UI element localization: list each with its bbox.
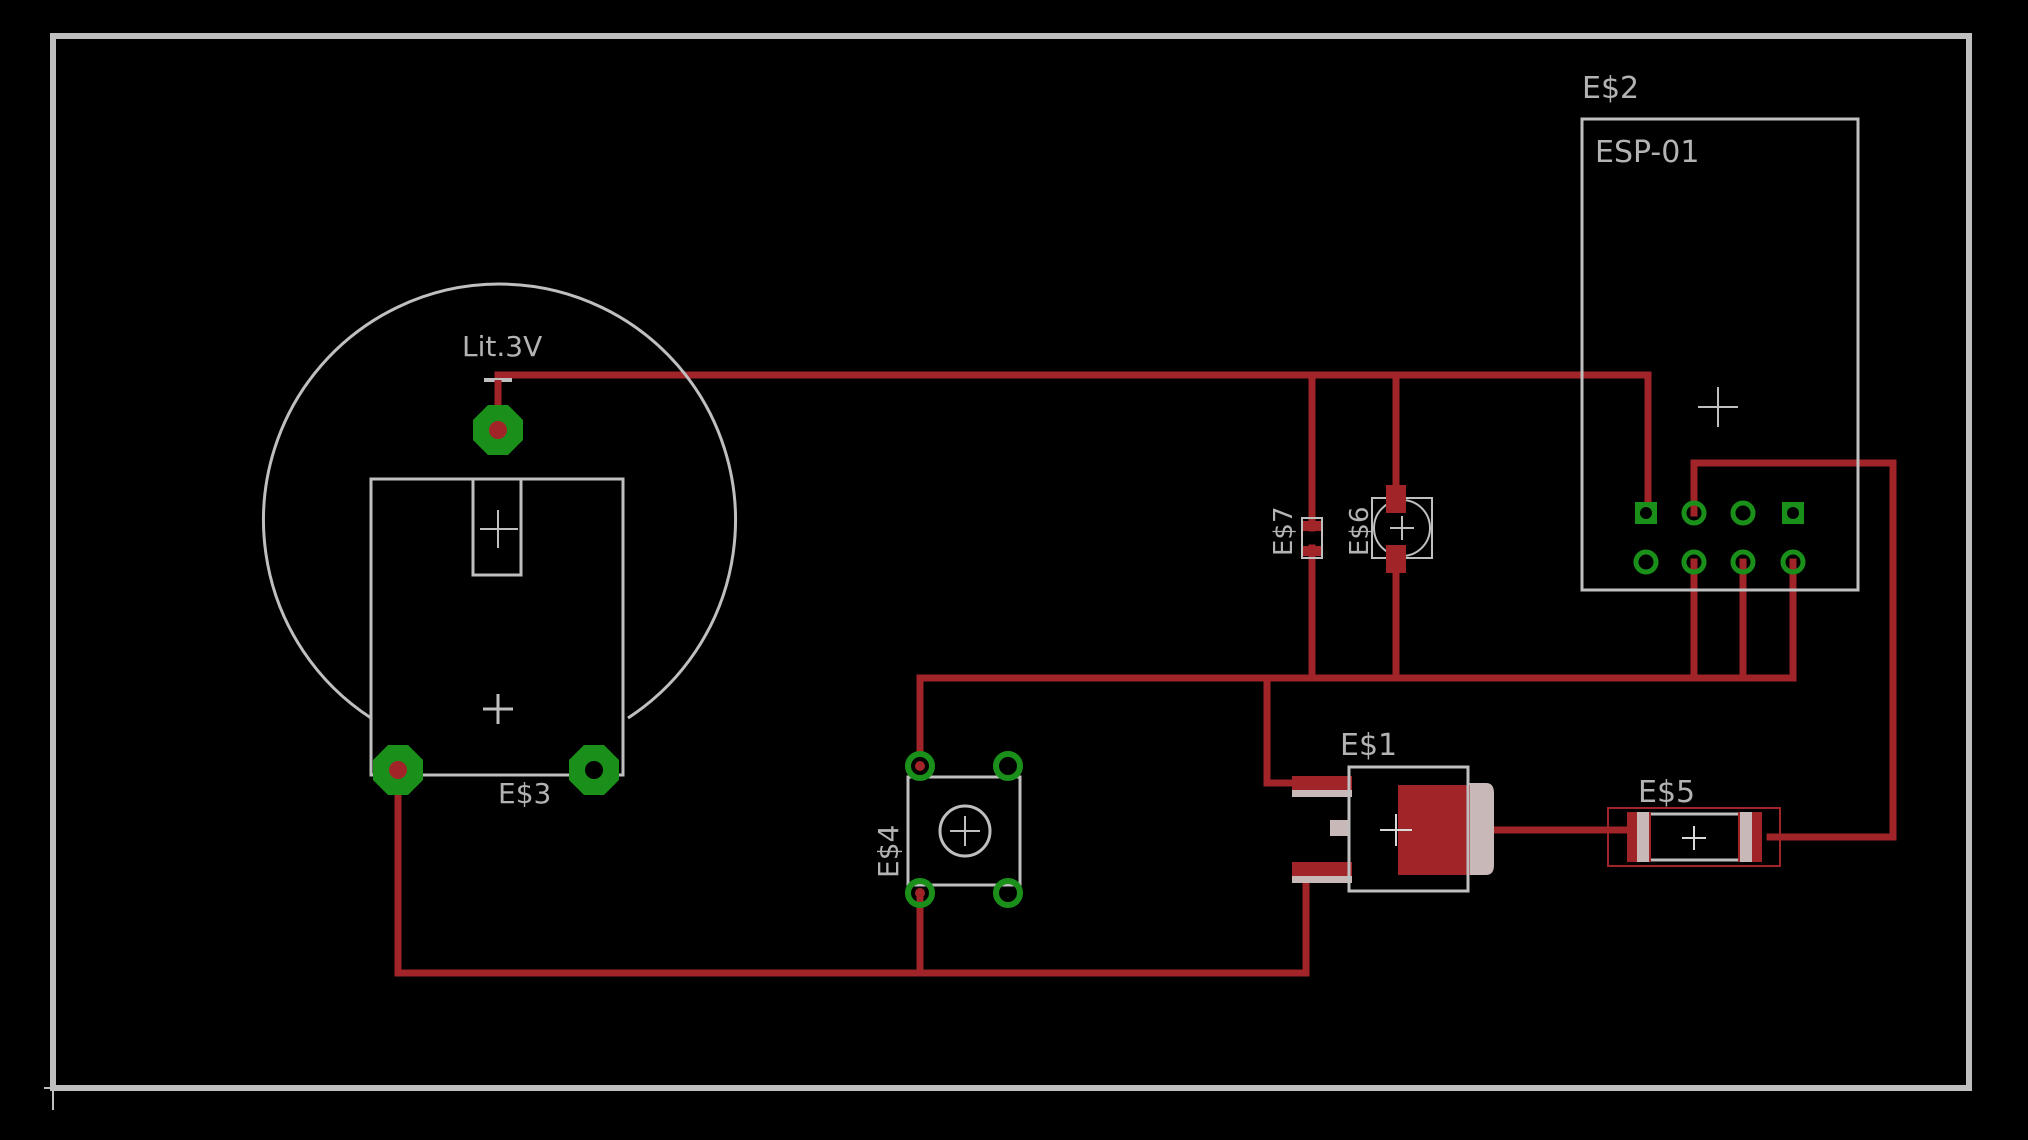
round-pad-icon[interactable] — [993, 751, 1023, 781]
plus-icon — [1390, 516, 1414, 540]
plus-icon — [950, 816, 980, 846]
traces — [394, 371, 1897, 977]
smd-pad[interactable] — [1740, 812, 1752, 862]
smd-pad[interactable] — [1637, 812, 1649, 862]
origin-marker — [44, 1078, 75, 1110]
resistor-name-label: E$5 — [1638, 775, 1695, 810]
round-pad-icon[interactable] — [1681, 500, 1707, 526]
smd-pad[interactable] — [1292, 790, 1352, 797]
square-pad-icon[interactable] — [1782, 502, 1804, 524]
battery-notch — [471, 477, 523, 577]
voltage-regulator[interactable]: E$1 — [1292, 728, 1494, 893]
plus-icon — [1698, 387, 1738, 427]
trace-esp-resistor — [1690, 459, 1897, 841]
plus-icon — [1682, 826, 1706, 850]
battery-outline-circle — [262, 282, 737, 720]
plus-icon — [480, 510, 518, 548]
regulator-tab — [1468, 783, 1494, 875]
plus-icon — [483, 694, 513, 724]
button-actuator[interactable] — [938, 804, 992, 858]
round-pad-icon[interactable] — [1633, 549, 1659, 575]
round-pad-icon[interactable] — [1780, 549, 1806, 575]
button-name-label: E$4 — [872, 825, 905, 878]
round-pad-icon[interactable] — [1681, 549, 1707, 575]
electrolytic-capacitor[interactable]: E$6 — [1345, 485, 1433, 573]
square-pad-icon[interactable] — [1635, 502, 1657, 524]
trace-bottom-rail — [394, 769, 1310, 977]
trace-gnd-rail — [916, 558, 1797, 754]
round-pad-icon[interactable] — [905, 878, 935, 908]
regulator-outline — [1347, 765, 1470, 893]
round-pad-icon[interactable] — [905, 751, 935, 781]
smd-resistor[interactable]: E$5 — [1607, 775, 1781, 867]
esp-name-label: E$2 — [1582, 71, 1639, 106]
battery-holder[interactable]: Lit.3V E$3 — [262, 282, 737, 810]
capacitor-name-label: E$7 — [1269, 506, 1299, 556]
round-pad-icon[interactable] — [993, 878, 1023, 908]
esp01-module[interactable]: E$2 ESP-01 — [1580, 71, 1860, 592]
octagon-pad-icon[interactable] — [373, 745, 423, 795]
smd-pad[interactable] — [1292, 876, 1352, 883]
regulator-name-label: E$1 — [1340, 728, 1397, 763]
octagon-pad-icon[interactable] — [569, 745, 619, 795]
plus-icon — [1380, 814, 1412, 846]
trace-reg-gnd — [1263, 674, 1306, 787]
octagon-pad-icon[interactable] — [473, 405, 523, 455]
electrolytic-name-label: E$6 — [1345, 506, 1375, 556]
battery-value-label: Lit.3V — [462, 330, 542, 363]
round-pad-icon[interactable] — [1730, 549, 1756, 575]
smd-pad[interactable] — [1386, 485, 1406, 513]
smd-pad[interactable] — [1303, 546, 1321, 556]
smd-pad[interactable] — [1386, 545, 1406, 573]
esp-value-label: ESP-01 — [1595, 135, 1699, 170]
trace-vcc-top — [494, 371, 1652, 517]
round-pad-icon[interactable] — [1730, 500, 1756, 526]
esp-outline — [1580, 117, 1860, 592]
tactile-button[interactable]: E$4 — [872, 751, 1023, 908]
smd-capacitor[interactable]: E$7 — [1269, 506, 1323, 559]
battery-name-label: E$3 — [498, 777, 551, 810]
board-outline — [50, 33, 1972, 1091]
smd-pad[interactable] — [1303, 521, 1321, 531]
